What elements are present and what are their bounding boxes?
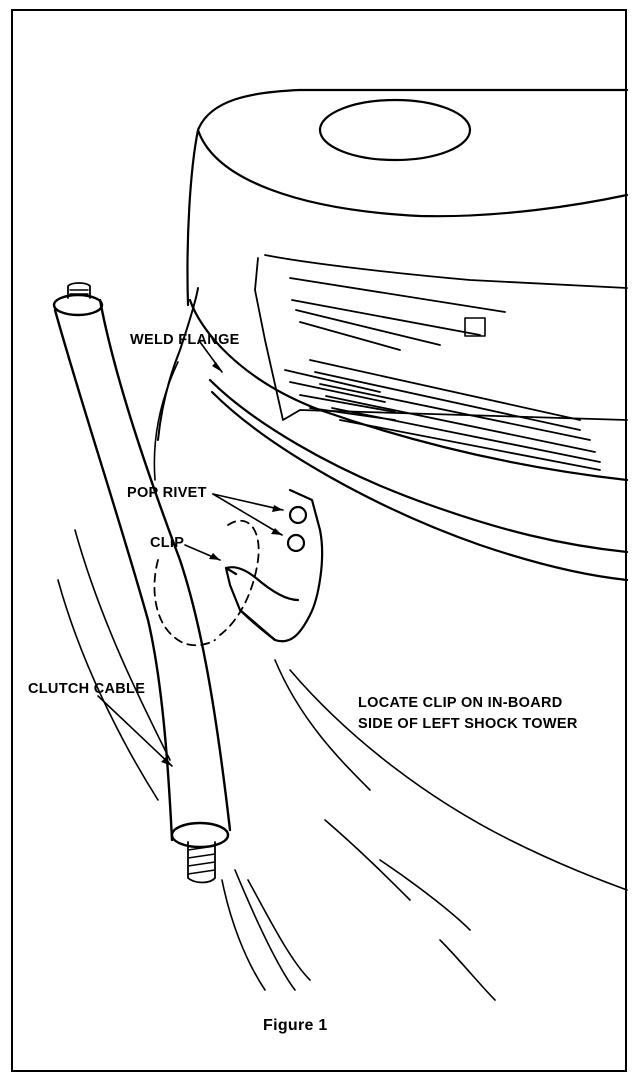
figure-caption: Figure 1 [263, 1017, 328, 1034]
shock-tower [186, 88, 629, 582]
installation-note-line2: SIDE OF LEFT SHOCK TOWER [358, 716, 578, 732]
clutch-cable [52, 282, 232, 884]
clutch-cable-label: CLUTCH CABLE [28, 681, 146, 697]
tower-top-hole [318, 98, 472, 162]
tower-label-plate [254, 254, 628, 471]
dashed-cable-outline [153, 519, 260, 647]
ground-contours [57, 529, 628, 1001]
clip-part [224, 488, 324, 643]
clip-label: CLIP [150, 535, 185, 551]
weld-flange-label: WELD FLANGE [130, 332, 240, 348]
pop-rivet-label: POP RIVET [127, 485, 207, 501]
figure-border [11, 9, 627, 1072]
weld-flange-line [157, 287, 199, 441]
installation-note-line1: LOCATE CLIP ON IN-BOARD [358, 695, 563, 711]
leader-arrowheads [161, 362, 283, 766]
installation-note: LOCATE CLIP ON IN-BOARD SIDE OF LEFT SHO… [358, 693, 578, 735]
